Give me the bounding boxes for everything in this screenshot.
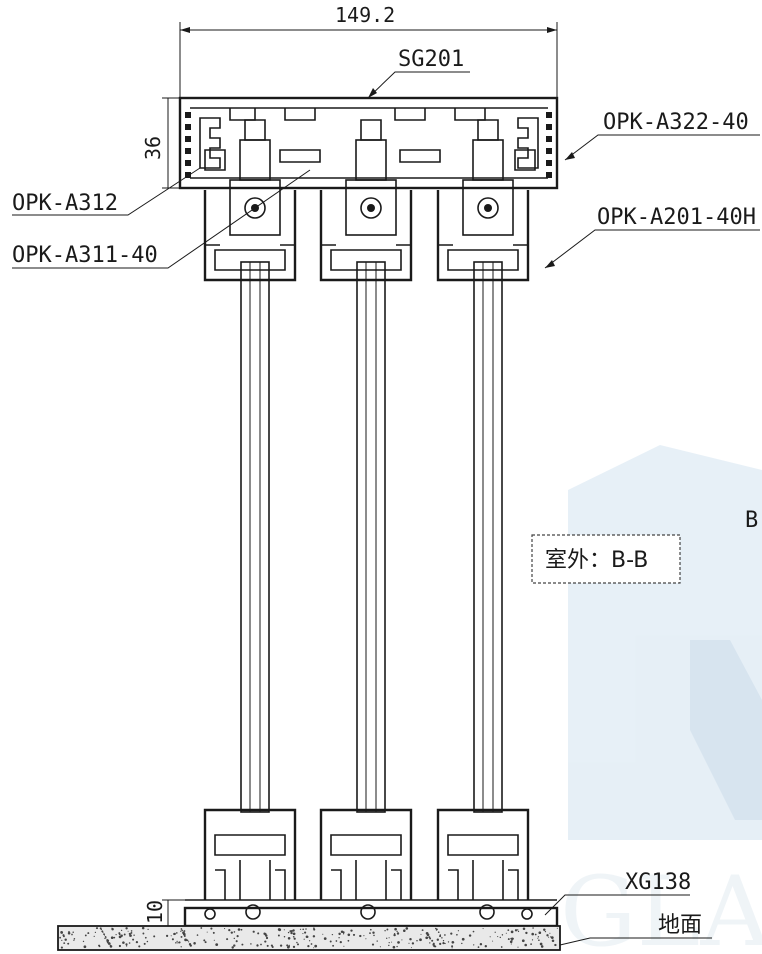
sash-panel-2 bbox=[319, 119, 413, 900]
label-xg138: XG138 bbox=[625, 870, 691, 895]
view-label-text: 室外：B-B bbox=[545, 548, 648, 573]
sash-panel-1 bbox=[203, 119, 297, 900]
label-sg201: SG201 bbox=[398, 47, 464, 72]
dimension-sill-height-value: 10 bbox=[143, 900, 167, 924]
sash-panel-3 bbox=[436, 119, 530, 900]
head-frame bbox=[178, 96, 559, 190]
label-opk-a312: OPK-A312 bbox=[12, 191, 118, 216]
watermark-n-shape bbox=[690, 640, 762, 820]
view-label-box: 室外：B-B bbox=[531, 534, 681, 584]
sill-track bbox=[183, 899, 559, 928]
label-opk-a322-40: OPK-A322-40 bbox=[603, 110, 749, 135]
dimension-width-value: 149.2 bbox=[335, 3, 395, 27]
leader-lines bbox=[12, 71, 760, 946]
label-opk-a201-40h: OPK-A201-40H bbox=[597, 205, 756, 230]
edge-label: B bbox=[745, 508, 758, 533]
dimension-width: 149.2 bbox=[179, 3, 558, 100]
dimension-head-height-value: 36 bbox=[141, 136, 165, 160]
dimension-sill-height: 10 bbox=[143, 899, 186, 927]
floor-slab bbox=[57, 925, 561, 951]
label-opk-a311-40: OPK-A311-40 bbox=[12, 243, 158, 268]
label-floor: 地面 bbox=[658, 913, 702, 938]
dimension-head-height: 36 bbox=[141, 97, 186, 189]
